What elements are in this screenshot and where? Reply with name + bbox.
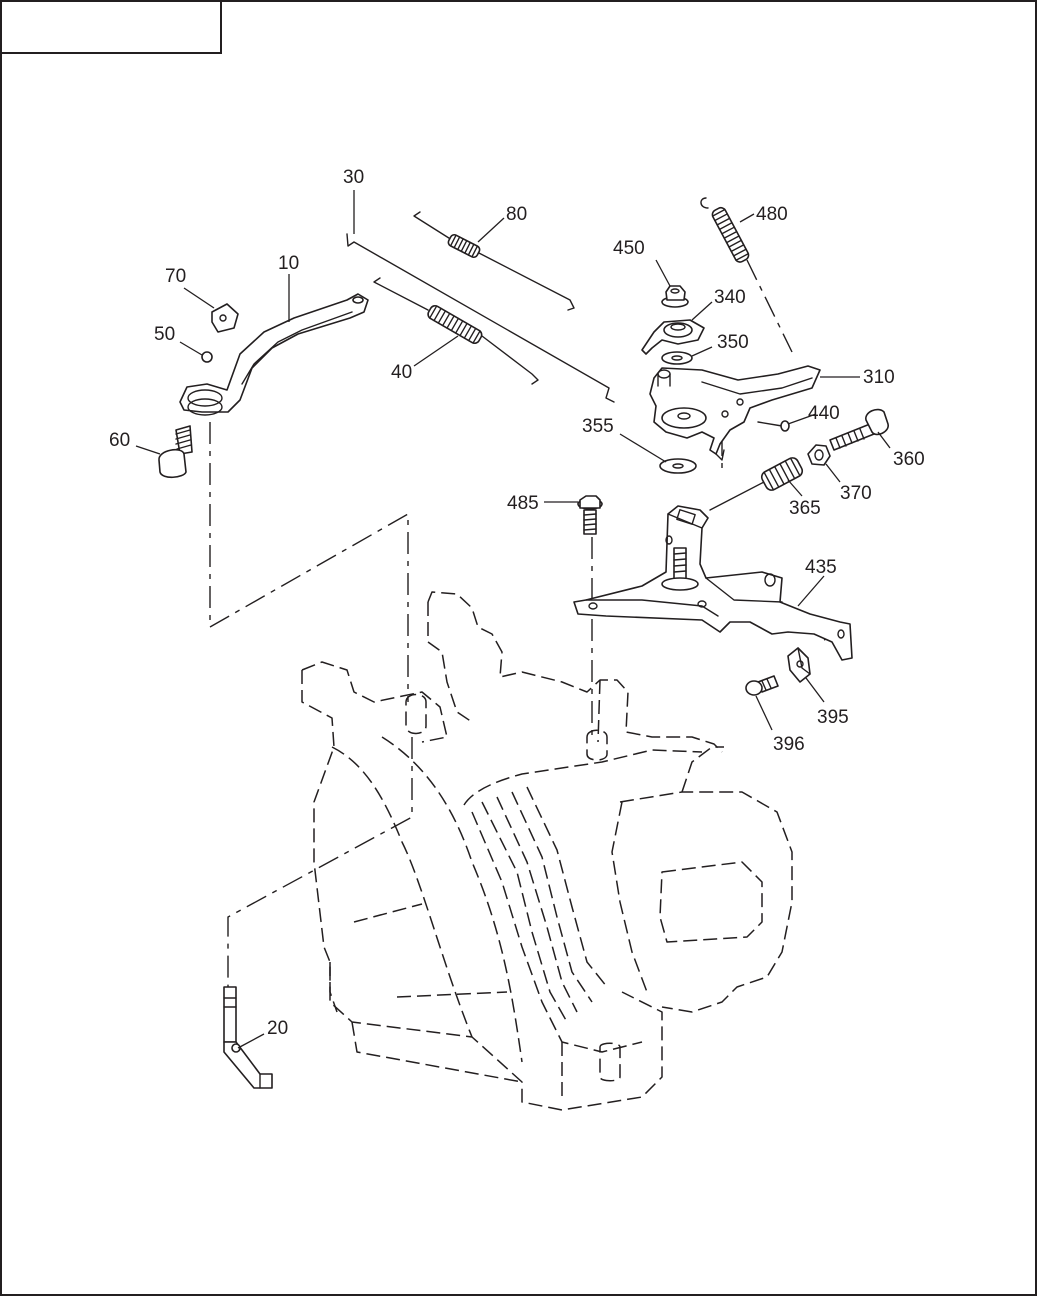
callout-396: 396 [773,734,805,755]
callout-10: 10 [278,253,299,274]
callout-365: 365 [789,498,821,519]
e-ring-50 [201,351,213,363]
spring-365 [709,457,804,511]
control-bracket-435 [573,505,853,661]
callout-355: 355 [582,416,614,437]
clamp-bolt-60 [158,425,193,479]
callout-340: 340 [714,287,746,308]
callout-60: 60 [109,430,130,451]
callout-450: 450 [613,238,645,259]
callout-485: 485 [507,493,539,514]
callout-440: 440 [808,403,840,424]
screw-360 [829,408,889,451]
callout-80: 80 [506,204,527,225]
callout-395: 395 [817,707,849,728]
callout-360: 360 [893,449,925,470]
leader-lines [135,190,891,1049]
control-lever-310 [649,365,821,461]
callout-20: 20 [267,1018,288,1039]
callout-50: 50 [154,324,175,345]
engine-phantom-outline [301,591,793,1111]
governor-lever-10 [179,293,369,416]
title-box [2,2,222,54]
spring-480 [700,197,750,263]
callout-labels: 10 20 30 40 50 60 70 80 310 340 350 355 … [109,167,925,1039]
washer-350 [661,351,693,365]
callout-40: 40 [391,362,412,383]
callout-435: 435 [805,557,837,578]
screw-396 [745,675,779,696]
friction-washer-340 [641,319,705,355]
square-nut-70 [211,303,239,333]
link-rod-30 [346,233,615,403]
bolt-485 [577,495,603,535]
callout-70: 70 [165,266,186,287]
washer-355 [659,458,697,474]
cable-clamp-395 [787,647,811,683]
governor-shaft-20 [223,986,273,1089]
nut-370 [807,444,831,466]
callout-350: 350 [717,332,749,353]
spring-40 [373,277,539,385]
spring-80 [413,211,575,311]
callout-480: 480 [756,204,788,225]
flange-nut-450 [661,285,689,308]
callout-310: 310 [863,367,895,388]
screw-440 [757,420,790,432]
callout-30: 30 [343,167,364,188]
callout-370: 370 [840,483,872,504]
alignment-lines [209,259,848,987]
